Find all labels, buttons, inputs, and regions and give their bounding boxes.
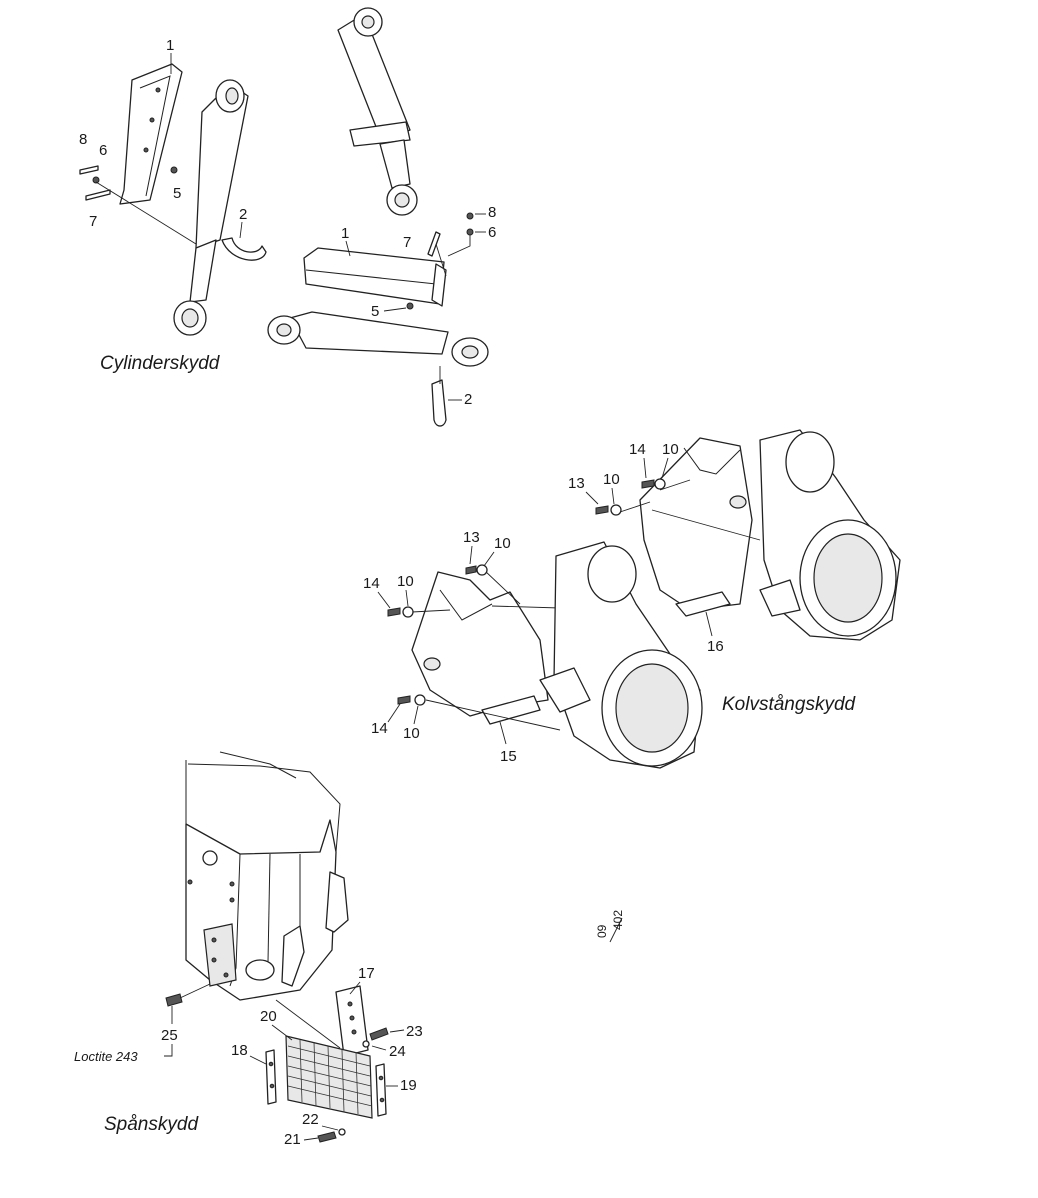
callout-10: 10 (662, 441, 679, 458)
callout-25: 25 (161, 1027, 178, 1044)
reference-top: 09 (595, 924, 609, 938)
upper-rod-guard-assembly (595, 429, 901, 641)
drawing-reference: 09 402 (595, 910, 625, 943)
callout-1: 1 (166, 37, 174, 54)
callout-13: 13 (568, 475, 585, 492)
callout-7: 7 (89, 213, 97, 230)
callout-23: 23 (406, 1023, 423, 1040)
section-title-chip-guard: Spånskydd (104, 1114, 199, 1135)
callout-6: 6 (99, 142, 107, 159)
callout-14: 14 (629, 441, 646, 458)
callout-15: 15 (500, 748, 517, 765)
callout-5: 5 (173, 185, 181, 202)
callout-8: 8 (79, 131, 87, 148)
horizontal-cylinder-assembly (267, 212, 489, 427)
callout-10: 10 (397, 573, 414, 590)
loctite-note: Loctite 243 (74, 1049, 138, 1064)
callout-17: 17 (358, 965, 375, 982)
callout-2: 2 (239, 206, 247, 223)
callout-1: 1 (341, 225, 349, 242)
callout-6: 6 (488, 224, 496, 241)
lower-rod-guard-assembly (387, 541, 703, 769)
callout-22: 22 (302, 1111, 319, 1128)
callout-10: 10 (603, 471, 620, 488)
callout-21: 21 (284, 1131, 301, 1148)
callout-16: 16 (707, 638, 724, 655)
section-title-cylinder-guard: Cylinderskydd (100, 353, 221, 374)
callouts-horizontal-cylinder: 1 7 8 6 5 2 (341, 204, 496, 408)
callouts-lower-rod-guard: 13 10 14 10 14 10 15 (363, 529, 517, 765)
callout-18: 18 (231, 1042, 248, 1059)
reference-bottom: 402 (611, 910, 625, 930)
callout-5: 5 (371, 303, 379, 320)
callout-20: 20 (260, 1008, 277, 1025)
callout-7: 7 (403, 234, 411, 251)
callout-10: 10 (403, 725, 420, 742)
callouts-vertical-cylinder: 1 8 6 5 7 2 (79, 37, 247, 230)
callout-24: 24 (389, 1043, 406, 1060)
chip-guard-assembly (165, 751, 389, 1143)
mesh-pattern (287, 1039, 373, 1115)
vertical-cylinder-assembly (79, 63, 267, 336)
callout-8: 8 (488, 204, 496, 221)
callouts-chip-guard: 17 20 23 24 18 19 22 21 25 (161, 965, 423, 1148)
callout-19: 19 (400, 1077, 417, 1094)
callout-13: 13 (463, 529, 480, 546)
upper-cylinder-assembly (337, 7, 418, 216)
callout-14: 14 (371, 720, 388, 737)
callouts-upper-rod-guard: 14 10 13 10 16 (568, 441, 724, 655)
callout-14: 14 (363, 575, 380, 592)
callout-2: 2 (464, 391, 472, 408)
callout-10: 10 (494, 535, 511, 552)
section-title-piston-rod-guard: Kolvstångskydd (722, 694, 857, 715)
